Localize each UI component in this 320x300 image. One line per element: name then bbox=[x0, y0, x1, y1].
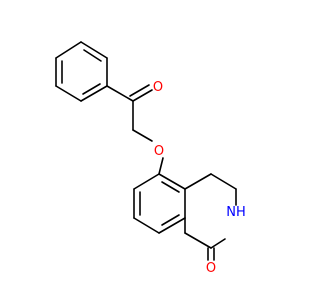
lactam-oxygen-label: O bbox=[206, 261, 216, 276]
molecule-canvas: O O NH O bbox=[55, 41, 246, 276]
double-bond-inner bbox=[83, 49, 102, 62]
benzo-ring bbox=[133, 173, 186, 234]
double-bond-inner bbox=[161, 214, 180, 226]
carbonyl-double-bond bbox=[129, 84, 150, 97]
bond bbox=[80, 41, 108, 59]
bond bbox=[80, 85, 108, 102]
double-bond-inner bbox=[82, 83, 101, 95]
bond bbox=[158, 157, 164, 175]
bond bbox=[55, 41, 82, 59]
ether-oxygen-label: O bbox=[154, 144, 164, 159]
amide-nitrogen-label: NH bbox=[226, 205, 246, 220]
bond bbox=[184, 173, 212, 190]
phenyl-ring bbox=[55, 41, 108, 102]
bond bbox=[158, 217, 186, 234]
bond bbox=[210, 173, 237, 190]
bond bbox=[210, 238, 226, 249]
bond bbox=[55, 85, 82, 102]
carbonyl-double-bond bbox=[132, 89, 153, 102]
double-bond-inner bbox=[161, 181, 180, 193]
bond bbox=[158, 173, 186, 190]
bond bbox=[106, 85, 134, 102]
ketone-chain bbox=[106, 84, 164, 175]
bond bbox=[133, 217, 160, 234]
bond bbox=[133, 173, 160, 190]
bond bbox=[184, 232, 212, 249]
molecule-diagram: O O NH O bbox=[55, 41, 246, 276]
lactam-ring bbox=[184, 173, 237, 261]
carbonyl-oxygen-label: O bbox=[153, 80, 163, 95]
bond bbox=[132, 129, 153, 142]
